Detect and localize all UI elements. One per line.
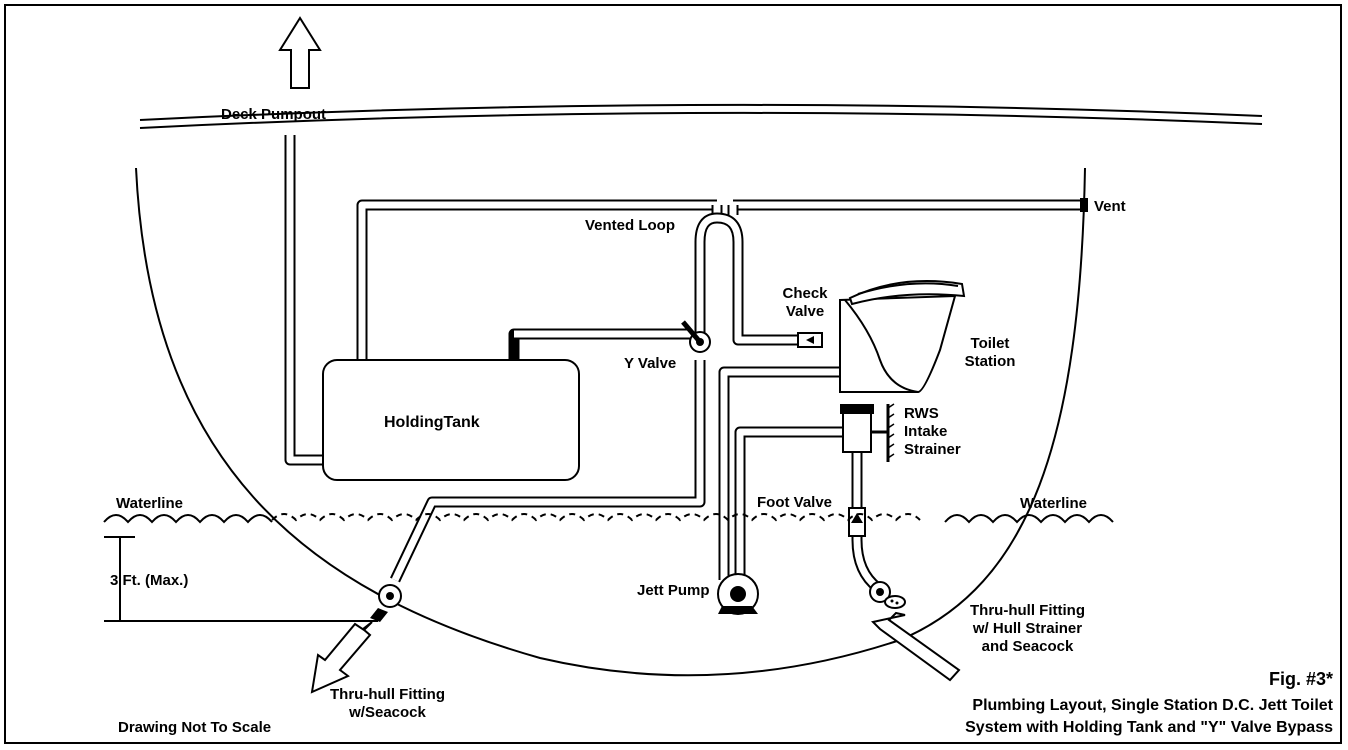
waterline-right-label: Waterline bbox=[1020, 495, 1087, 512]
pipes bbox=[284, 135, 1085, 593]
deck-pumpout-label: Deck Pumpout bbox=[221, 106, 327, 123]
jett-pump-label: Jett Pump bbox=[637, 582, 710, 599]
check-valve-icon bbox=[797, 332, 823, 348]
figure-caption-line-2: System with Holding Tank and "Y" Valve B… bbox=[965, 719, 1333, 736]
figure-number: Fig. #3* bbox=[1268, 669, 1333, 689]
seacock-right-icon bbox=[869, 581, 906, 609]
vent-label: Vent bbox=[1094, 198, 1126, 215]
rws-strainer-icon bbox=[840, 403, 895, 462]
discharge-arrow-icon bbox=[310, 621, 373, 694]
deck-line bbox=[139, 103, 1263, 129]
jett-pump-icon bbox=[717, 573, 759, 615]
foot-valve-label: Foot Valve bbox=[757, 494, 833, 511]
diagram-frame bbox=[4, 4, 1342, 744]
holding-tank bbox=[322, 359, 580, 481]
holding-tank-label: HoldingTank bbox=[384, 414, 480, 431]
intake-arrow-icon bbox=[870, 611, 961, 682]
y-valve-icon bbox=[681, 320, 711, 353]
waterline-left-label: Waterline bbox=[116, 495, 183, 512]
depth-dimension bbox=[104, 536, 378, 622]
waterline bbox=[103, 513, 1114, 524]
up-arrow-icon bbox=[278, 16, 322, 89]
vent-fitting-icon bbox=[1080, 198, 1088, 212]
y-valve-label: Y Valve bbox=[624, 355, 677, 372]
hull bbox=[135, 167, 1086, 677]
depth-label: 3 Ft. (Max.) bbox=[110, 572, 189, 589]
seacock-left-icon bbox=[370, 584, 402, 622]
vented-loop-label: Vented Loop bbox=[585, 217, 675, 234]
toilet-icon bbox=[839, 280, 966, 393]
foot-valve-icon bbox=[848, 507, 866, 537]
figure-caption-line-1: Plumbing Layout, Single Station D.C. Jet… bbox=[972, 697, 1333, 714]
not-to-scale-note: Drawing Not To Scale bbox=[118, 719, 272, 736]
